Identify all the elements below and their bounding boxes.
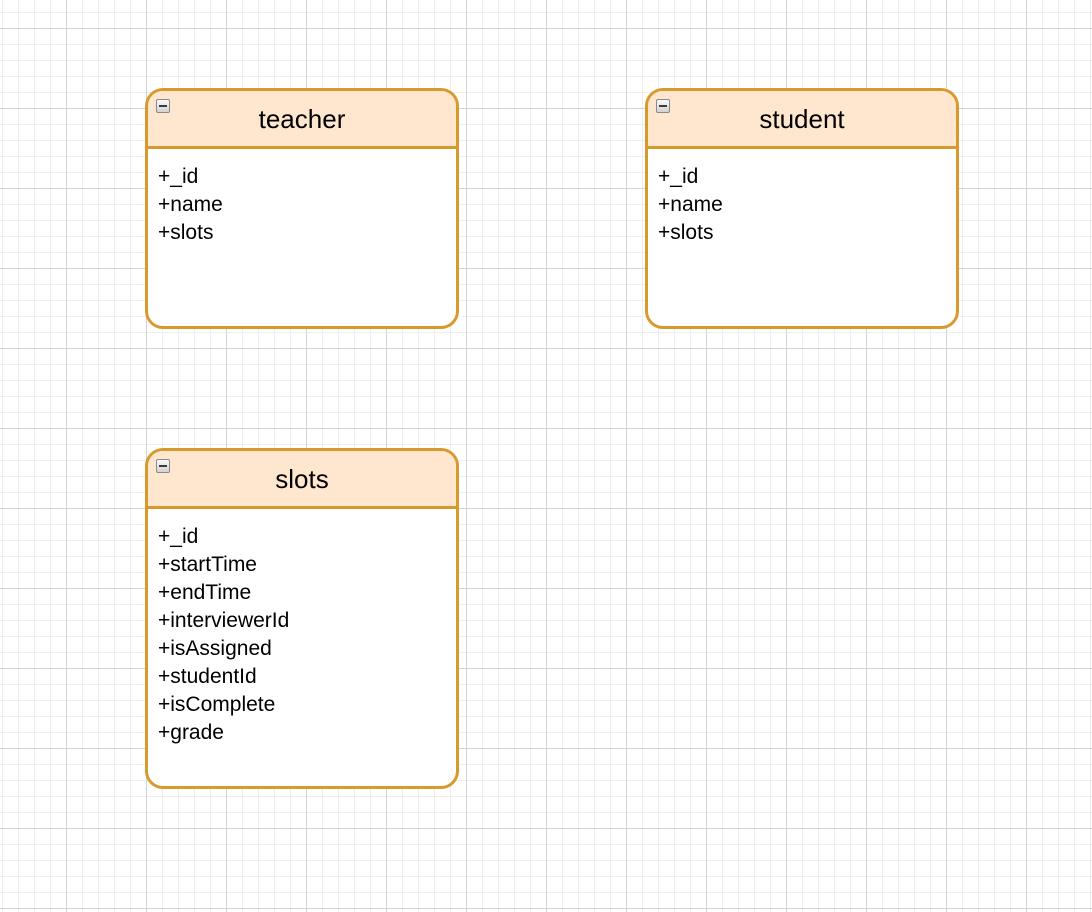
entity-field[interactable]: +endTime xyxy=(158,581,252,604)
entity-header[interactable]: student xyxy=(648,91,956,149)
entity-title: student xyxy=(759,103,845,134)
entity-field[interactable]: +interviewerId xyxy=(158,609,290,632)
entity-slots[interactable]: slots +_id +startTime +endTime +intervie… xyxy=(145,448,459,789)
entity-title: teacher xyxy=(258,103,346,134)
entity-field[interactable]: +_id xyxy=(158,525,199,548)
collapse-minus-icon[interactable] xyxy=(656,99,670,113)
entity-field-list: +_id +name +slots xyxy=(648,149,956,247)
entity-field-list: +_id +name +slots xyxy=(148,149,456,247)
entity-field[interactable]: +isComplete xyxy=(158,693,276,716)
entity-field-list: +_id +startTime +endTime +interviewerId … xyxy=(148,509,456,747)
entity-field[interactable]: +name xyxy=(658,193,723,216)
entity-field[interactable]: +isAssigned xyxy=(158,637,272,660)
entity-header[interactable]: slots xyxy=(148,451,456,509)
entity-field[interactable]: +_id xyxy=(158,165,199,188)
entity-title: slots xyxy=(275,463,329,494)
entity-field[interactable]: +startTime xyxy=(158,553,257,576)
entity-field[interactable]: +studentId xyxy=(158,665,257,688)
entity-header[interactable]: teacher xyxy=(148,91,456,149)
entity-student[interactable]: student +_id +name +slots xyxy=(645,88,959,329)
entity-field[interactable]: +slots xyxy=(158,221,214,244)
entity-field[interactable]: +_id xyxy=(658,165,699,188)
collapse-minus-icon[interactable] xyxy=(156,459,170,473)
collapse-minus-icon[interactable] xyxy=(156,99,170,113)
entity-field[interactable]: +grade xyxy=(158,721,224,744)
entity-teacher[interactable]: teacher +_id +name +slots xyxy=(145,88,459,329)
entity-field[interactable]: +slots xyxy=(658,221,714,244)
entity-field[interactable]: +name xyxy=(158,193,223,216)
